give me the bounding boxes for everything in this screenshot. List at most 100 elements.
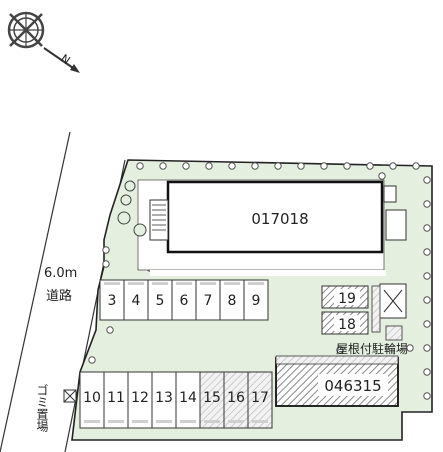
parking-space-17 (247, 371, 273, 429)
tree-marker (136, 162, 144, 170)
tree-marker (274, 162, 282, 170)
parking-space-number: 18 (338, 317, 356, 333)
tree-marker (423, 224, 431, 232)
garbage-label: ゴミ置場 (35, 383, 49, 433)
wheel-stop (156, 420, 172, 423)
wheel-stop (84, 420, 100, 423)
bicycle-rack (371, 285, 381, 333)
parking-label-bg (334, 315, 360, 331)
bicycle-rack (385, 325, 403, 341)
planter (117, 211, 131, 225)
parking-space-16 (223, 371, 249, 429)
parking-space-5 (147, 279, 173, 321)
parking-lower-group: 10 11 12 13 14 15 16 17 (79, 371, 273, 429)
parking-space-9 (243, 279, 269, 321)
wheel-stop (228, 420, 244, 423)
tree-marker (159, 162, 167, 170)
tree-marker (423, 176, 431, 184)
tree-marker (228, 162, 236, 170)
tree-marker (423, 200, 431, 208)
walkway (150, 270, 386, 276)
tree-marker (343, 162, 351, 170)
road-name-label: 道路 (46, 288, 72, 304)
tree-marker (336, 346, 344, 354)
tree-marker (88, 356, 96, 364)
parking-space-14 (175, 371, 201, 429)
stair-lines (152, 204, 166, 231)
tree-marker (423, 392, 431, 400)
tree-marker (406, 344, 414, 352)
tree-marker (389, 162, 397, 170)
building-017018 (166, 180, 384, 254)
tree-marker (423, 344, 431, 352)
tree-marker (423, 248, 431, 256)
parking-space-number: 19 (338, 291, 356, 307)
wheel-stop (204, 420, 220, 423)
parking-space-3 (99, 279, 125, 321)
parking-space-number: 15 (203, 390, 221, 406)
tree-marker (102, 246, 110, 254)
wheel-stop (128, 282, 144, 285)
parking-space-number: 4 (132, 293, 141, 309)
tree-marker (106, 326, 114, 334)
parking-space-number: 14 (179, 390, 197, 406)
wheel-stop (132, 420, 148, 423)
utility-box (385, 209, 407, 241)
planter (120, 194, 132, 206)
parking-space-4 (123, 279, 149, 321)
utility-box (383, 185, 397, 203)
wheel-stop (152, 282, 168, 285)
building-017018-label: 017018 (251, 210, 308, 228)
wheel-stop (108, 420, 124, 423)
wheel-stop (180, 420, 196, 423)
planter (133, 223, 147, 237)
building-046315-label-bg (318, 374, 388, 396)
tree-marker (182, 162, 190, 170)
building-046315-label: 046315 (324, 377, 381, 395)
tree-marker (423, 272, 431, 280)
parking-space-number: 5 (156, 293, 165, 309)
parking-space-number: 13 (155, 390, 173, 406)
parking-space-number: 12 (131, 390, 149, 406)
tree-marker (297, 162, 305, 170)
tree-marker (423, 320, 431, 328)
tree-marker (205, 162, 213, 170)
parking-space-number: 7 (204, 293, 213, 309)
parking-space-number: 9 (252, 293, 261, 309)
parking-space-number: 8 (228, 293, 237, 309)
parking-space-number: 11 (107, 390, 125, 406)
tree-marker (378, 172, 386, 180)
parking-space-number: 3 (108, 293, 117, 309)
bicycle-parking-label: 屋根付駐輪場 (336, 341, 408, 356)
wheel-stop (248, 282, 264, 285)
road-width-label: 6.0m (44, 266, 77, 281)
road-edge-left (0, 131, 71, 452)
parking-space-number: 17 (251, 390, 269, 406)
compass-rose-icon: N (7, 11, 80, 73)
tree-marker (412, 162, 420, 170)
tree-marker (423, 296, 431, 304)
wheel-stop (104, 282, 120, 285)
tree-marker (320, 162, 328, 170)
parking-space-8 (219, 279, 245, 321)
parking-space-15 (199, 371, 225, 429)
parking-space-number: 16 (227, 390, 245, 406)
tree-marker (102, 260, 110, 268)
parking-space-12 (127, 371, 153, 429)
planter (124, 180, 136, 192)
parking-space-number: 10 (83, 390, 101, 406)
parking-label-bg (334, 289, 360, 305)
parking-space-number: 6 (180, 293, 189, 309)
tree-marker (251, 162, 259, 170)
tree-marker (366, 162, 374, 170)
parking-space-7 (195, 279, 221, 321)
tree-marker (423, 368, 431, 376)
wheel-stop (224, 282, 240, 285)
wheel-stop (200, 282, 216, 285)
building-046315-top-strip (275, 355, 399, 365)
parking-space-10 (79, 371, 105, 429)
wheel-stop (176, 282, 192, 285)
